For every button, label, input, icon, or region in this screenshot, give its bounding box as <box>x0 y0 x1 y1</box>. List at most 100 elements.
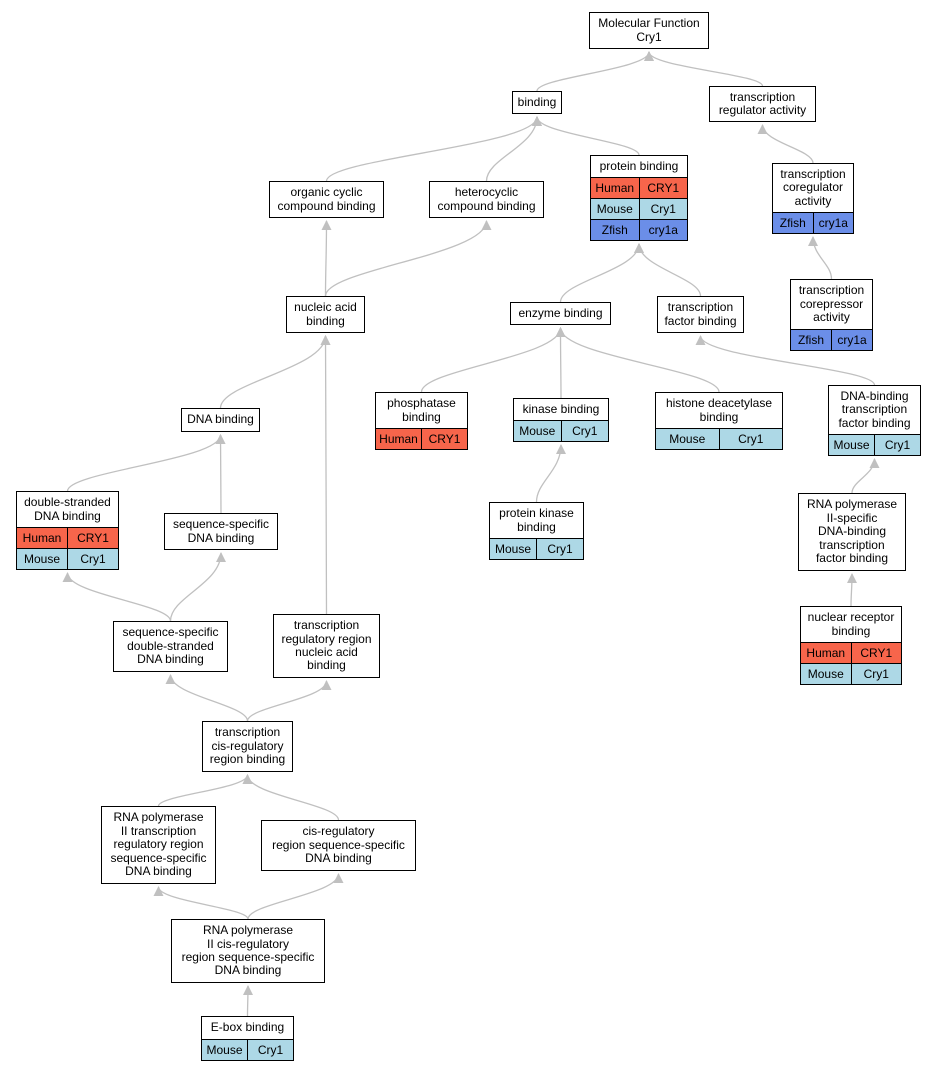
edge-tcrrb-to-ssdsdb <box>165 674 249 722</box>
organism-cell: Human <box>379 432 418 446</box>
edge-tfb-to-pb <box>634 243 702 297</box>
go-term-label: RNA polymerase II-specific DNA-binding t… <box>806 497 898 566</box>
organism-cell: Human <box>595 181 635 195</box>
edge-ssdsdb-to-ssdb <box>169 552 226 622</box>
go-term-ssdsdb[interactable]: sequence-specific double-stranded DNA bi… <box>113 621 228 672</box>
gene-cell: CRY1 <box>67 528 118 548</box>
edge-dsdb-to-dnab <box>66 434 226 492</box>
go-term-trrnab[interactable]: transcription regulatory region nucleic … <box>273 614 380 678</box>
go-term-rdtfb[interactable]: RNA polymerase II-specific DNA-binding t… <box>798 493 906 571</box>
gene-cell: Cry1 <box>874 435 920 455</box>
gene-cell: CRY1 <box>850 643 902 663</box>
gene-cell: Cry1 <box>718 429 783 449</box>
gene-cell: Cry1 <box>247 1040 293 1060</box>
species-row: Mouse Cry1 <box>829 434 920 455</box>
edge-tca-to-tra <box>757 124 814 164</box>
go-term-label: protein kinase binding <box>499 506 574 534</box>
gene-cell: CRY1 <box>638 178 688 198</box>
organism-cell: Mouse <box>206 1043 243 1057</box>
gene-cell: CRY1 <box>421 429 467 449</box>
organism-cell: Mouse <box>833 438 870 452</box>
go-term-mf[interactable]: Molecular Function Cry1 <box>589 12 709 49</box>
go-term-label: transcription coregulator activity <box>780 166 846 208</box>
go-term-binding[interactable]: binding <box>512 91 562 114</box>
gene-cell: Cry1 <box>560 421 609 441</box>
go-term-label: histone deacetylase binding <box>665 396 773 424</box>
go-term-label: DNA-binding transcription factor binding <box>838 388 911 430</box>
edge-rcrr-to-rtrr <box>153 886 249 920</box>
go-term-label: nucleic acid binding <box>294 300 357 328</box>
go-term-rcrr[interactable]: RNA polymerase II cis-regulatory region … <box>171 919 325 983</box>
edge-eb-to-pb <box>559 243 644 303</box>
go-term-label: RNA polymerase II transcription regulato… <box>110 810 207 879</box>
edge-tra-to-mf <box>644 51 764 87</box>
gene-cell: Cry1 <box>536 539 583 559</box>
go-term-label: nuclear receptor binding <box>807 610 895 638</box>
organism-cell: Mouse <box>494 542 532 556</box>
edge-rcrr-to-crrss <box>247 873 344 920</box>
go-term-label: sequence-specific DNA binding <box>172 517 270 545</box>
gene-cell: Cry1 <box>850 664 902 684</box>
go-term-ocb[interactable]: organic cyclic compound binding <box>269 181 384 218</box>
edge-tcra-to-tca <box>808 236 833 280</box>
organism-cell: Zfish <box>797 333 824 347</box>
organism-cell: Zfish <box>601 223 628 237</box>
go-term-hcb[interactable]: heterocyclic compound binding <box>429 181 544 218</box>
gene-cell: Cry1 <box>638 199 688 219</box>
gene-cell: cry1a <box>831 330 872 350</box>
edge-phb-to-eb <box>420 327 566 393</box>
organism-cell: Mouse <box>519 424 556 438</box>
go-term-eb[interactable]: enzyme binding <box>510 302 611 325</box>
edge-hdb-to-eb <box>555 327 720 393</box>
go-term-label: DNA binding <box>187 412 254 427</box>
go-term-rtrr[interactable]: RNA polymerase II transcription regulato… <box>101 806 216 884</box>
go-term-label: sequence-specific double-stranded DNA bi… <box>122 625 219 667</box>
species-row: Mouse Cry1 <box>656 428 782 449</box>
go-term-tfb[interactable]: transcription factor binding <box>657 296 744 333</box>
go-term-label: transcription cis-regulatory region bind… <box>209 725 286 767</box>
go-term-label: phosphatase binding <box>387 396 456 424</box>
edge-pb-to-binding <box>532 116 640 156</box>
go-term-nab[interactable]: nucleic acid binding <box>286 296 365 333</box>
edge-dtfb-to-tfb <box>695 335 876 386</box>
edge-nrb-to-rdtfb <box>846 573 857 607</box>
go-term-tcrrb[interactable]: transcription cis-regulatory region bind… <box>202 721 293 772</box>
go-term-tra[interactable]: transcription regulator activity <box>709 86 816 122</box>
edge-binding-to-mf <box>536 51 654 92</box>
go-term-ssdb[interactable]: sequence-specific DNA binding <box>164 513 278 550</box>
species-row: Mouse Cry1 <box>202 1039 293 1060</box>
go-term-label: enzyme binding <box>518 305 603 320</box>
edge-trrnab-to-nab <box>320 335 331 615</box>
edge-pkb-to-kb <box>535 444 566 503</box>
edge-ebox-to-rcrr <box>242 985 253 1017</box>
edge-crrss-to-tcrrb <box>242 774 340 821</box>
gene-cell: Cry1 <box>67 549 118 569</box>
go-term-dnab[interactable]: DNA binding <box>181 408 260 432</box>
go-term-crrss[interactable]: cis-regulatory region sequence-specific … <box>261 820 416 871</box>
edge-ocb-to-binding <box>325 116 542 182</box>
go-term-dtfb[interactable]: DNA-binding transcription factor binding… <box>828 385 921 456</box>
organism-cell: Mouse <box>596 202 633 216</box>
go-term-label: transcription factor binding <box>664 300 737 328</box>
organism-cell: Mouse <box>669 432 706 446</box>
edge-ssdb-to-dnab <box>215 434 226 514</box>
go-term-label: transcription regulatory region nucleic … <box>281 618 372 673</box>
